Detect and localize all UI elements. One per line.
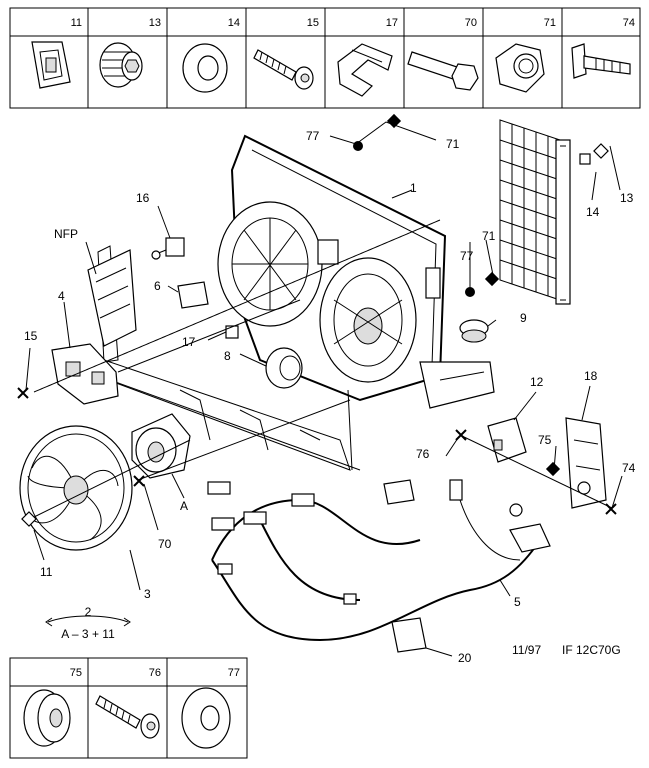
part-9-grommet — [459, 319, 489, 343]
square-14 — [579, 153, 591, 165]
black-dot-77-right — [465, 287, 475, 297]
diamond-11 — [21, 511, 37, 527]
black-diamond-71-top — [386, 113, 402, 129]
top-header-74: 74 — [623, 17, 635, 29]
plug-icon — [99, 42, 143, 88]
callout-15: 15 — [24, 329, 38, 343]
bolt-icon — [407, 51, 479, 91]
bottom-parts-table: 75 76 77 — [9, 657, 248, 759]
top-header-70: 70 — [465, 17, 477, 29]
callout-77-right: 77 — [460, 249, 474, 263]
washer-icon-77 — [181, 687, 231, 749]
radiator-core — [499, 119, 571, 305]
legend-bottom: A – 3 + 11 — [61, 627, 115, 641]
diamond-13 — [593, 143, 609, 159]
bottom-header-75: 75 — [70, 667, 82, 679]
callout-76: 76 — [416, 447, 430, 461]
callout-9: 9 — [520, 311, 527, 325]
cross-76 — [455, 429, 467, 441]
screw-icon — [253, 49, 314, 90]
callout-13: 13 — [620, 191, 634, 205]
callout-20: 20 — [458, 651, 472, 665]
top-header-71: 71 — [544, 17, 556, 29]
callout-17: 17 — [182, 335, 196, 349]
callout-18: 18 — [584, 369, 598, 383]
nut-icon — [495, 43, 545, 93]
bracket-icon — [337, 43, 393, 97]
top-header-14: 14 — [228, 17, 240, 29]
callout-nfp: NFP — [54, 227, 78, 241]
callout-11: 11 — [40, 565, 53, 579]
screw-icon-76 — [95, 695, 160, 739]
part-20-relay — [391, 617, 427, 653]
callout-5: 5 — [514, 595, 521, 609]
callout-74: 74 — [622, 461, 636, 475]
nfp-panel — [87, 249, 137, 347]
callout-labels: 77 71 1 16 NFP 4 15 6 17 8 9 77 71 14 13… — [24, 129, 636, 665]
stud-icon — [571, 43, 631, 79]
part-3-fan — [19, 425, 133, 551]
legend-top: 2 — [85, 605, 92, 619]
part-5-wiring-harness — [207, 479, 551, 642]
callout-70: 70 — [158, 537, 172, 551]
cross-74 — [605, 503, 617, 515]
callout-71-top: 71 — [446, 137, 460, 151]
assembly-legend: 2 A – 3 + 11 — [45, 605, 131, 641]
part-12-module — [487, 417, 527, 463]
cross-70 — [133, 475, 145, 487]
black-diamond-75 — [545, 461, 561, 477]
callout-a: A — [180, 499, 188, 513]
bottom-header-76: 76 — [149, 667, 161, 679]
part-8-cap — [265, 347, 303, 389]
callout-12: 12 — [530, 375, 544, 389]
top-header-15: 15 — [307, 17, 319, 29]
top-header-13: 13 — [149, 17, 161, 29]
callout-6: 6 — [154, 279, 161, 293]
black-diamond-71-right — [484, 271, 500, 287]
callout-71-right: 71 — [482, 229, 496, 243]
bottom-header-77: 77 — [228, 667, 240, 679]
part-17-clip — [225, 325, 239, 339]
callout-14: 14 — [586, 205, 600, 219]
footer-ref: IF 12C70G — [562, 643, 621, 657]
callout-1: 1 — [410, 181, 417, 195]
top-header-17: 17 — [386, 17, 398, 29]
part-16-sensor — [151, 237, 185, 260]
callout-3: 3 — [144, 587, 151, 601]
callout-4: 4 — [58, 289, 65, 303]
washer-icon — [182, 43, 228, 93]
grommet-icon — [23, 689, 71, 747]
fastener-symbols — [17, 113, 617, 527]
part-6-relay — [177, 281, 209, 309]
callout-75: 75 — [538, 433, 552, 447]
fan-shroud — [217, 134, 495, 409]
part-18-bracket — [565, 417, 607, 509]
callout-8: 8 — [224, 349, 231, 363]
footer-date: 11/97 — [512, 643, 541, 657]
fan-motor — [131, 413, 191, 479]
leader-lines — [25, 121, 623, 657]
black-dot-77-top — [353, 141, 363, 151]
callout-16: 16 — [136, 191, 150, 205]
callout-77-top: 77 — [306, 129, 320, 143]
clip-icon — [31, 41, 71, 89]
part-4-bracket — [51, 343, 119, 405]
cross-15 — [17, 387, 29, 399]
top-header-11: 11 — [71, 17, 82, 29]
top-parts-table: 11 13 14 15 17 70 71 74 — [9, 7, 641, 109]
